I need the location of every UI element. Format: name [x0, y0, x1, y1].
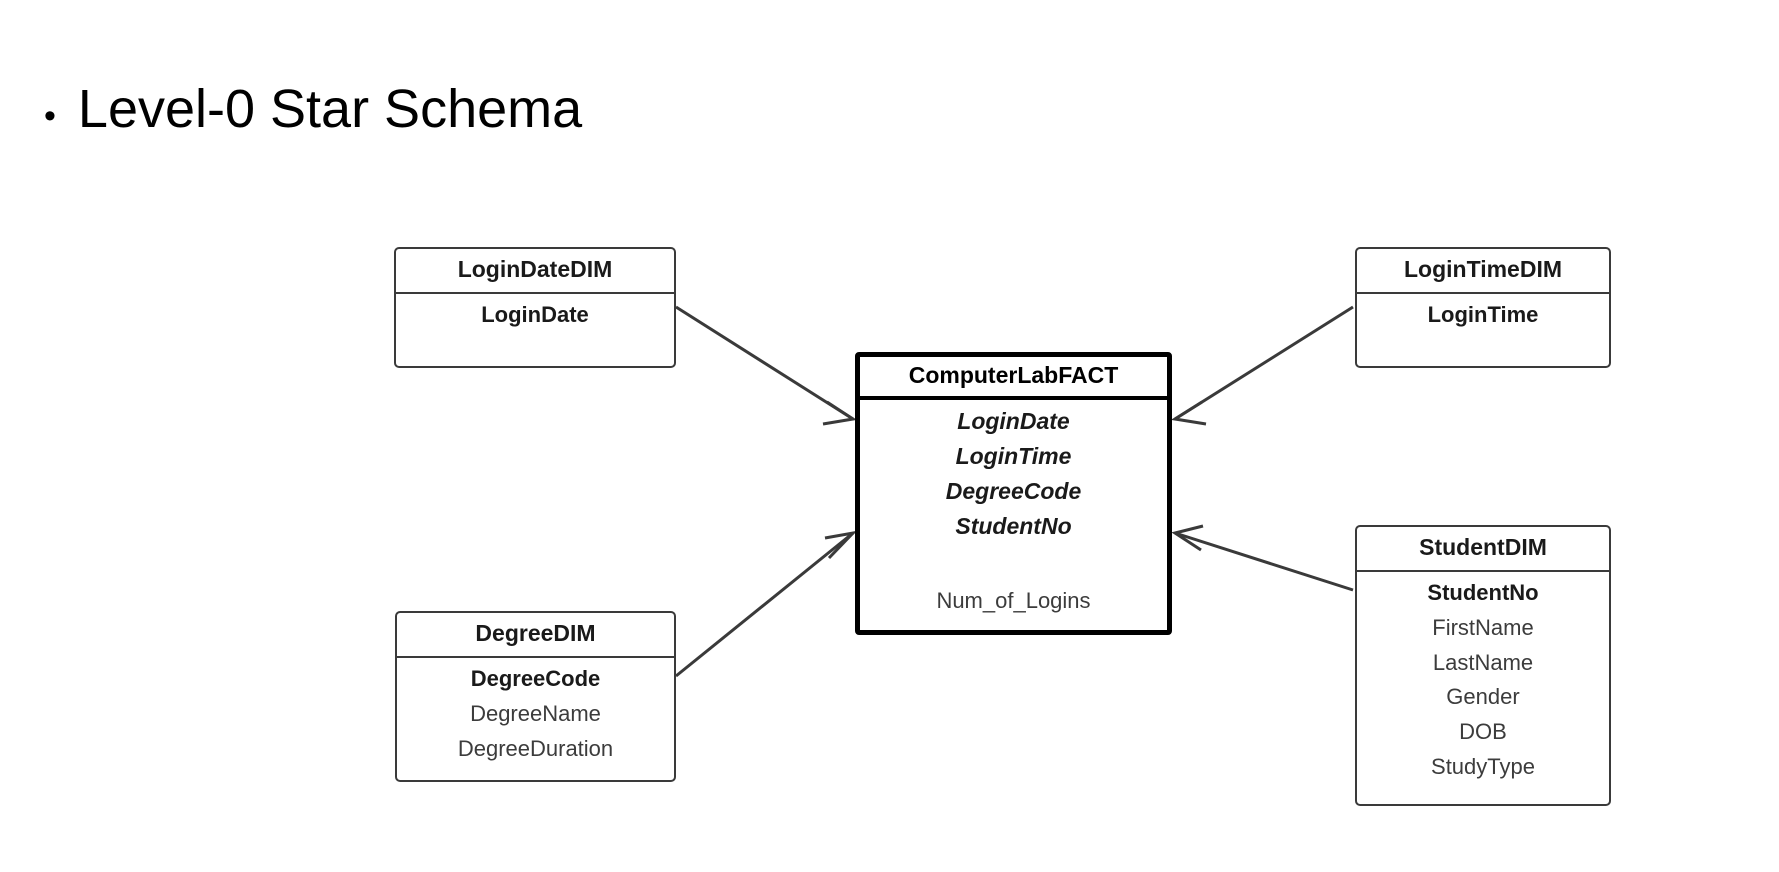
fact-foreign-key: DegreeCode	[945, 477, 1082, 504]
attribute-item: LastName	[1432, 649, 1534, 675]
attribute-item: DOB	[1459, 719, 1507, 744]
entity-computerlabfact[interactable]: ComputerLabFACT LoginDate LoginTime Degr…	[855, 352, 1172, 635]
attribute-key: StudentNo	[1427, 580, 1539, 605]
fact-foreign-key: LoginDate	[957, 408, 1070, 434]
fact-foreign-key: LoginTime	[955, 442, 1072, 469]
entity-logintimedim-title: LoginTimeDIM	[1357, 249, 1609, 294]
relationship-studentdim-fact	[1171, 524, 1354, 592]
entity-degreedim[interactable]: DegreeDIM DegreeCode DegreeName DegreeDu…	[395, 611, 676, 782]
entity-logindatedim[interactable]: LoginDateDIM LoginDate	[394, 247, 676, 368]
entity-logindatedim-attributes: LoginDate	[396, 294, 674, 366]
attribute-item: DegreeName	[470, 700, 601, 726]
entity-studentdim-title: StudentDIM	[1357, 527, 1609, 572]
relationship-logintimedim-fact	[1170, 305, 1354, 426]
entity-logintimedim-attributes: LoginTime	[1357, 294, 1609, 366]
attribute-item: FirstName	[1432, 614, 1534, 640]
entity-computerlabfact-title: ComputerLabFACT	[860, 357, 1167, 400]
attribute-item: Gender	[1446, 684, 1520, 710]
entity-logintimedim[interactable]: LoginTimeDIM LoginTime	[1355, 247, 1611, 368]
bullet-icon: •	[44, 97, 56, 135]
page-title: Level-0 Star Schema	[77, 79, 583, 139]
fact-measure: Num_of_Logins	[936, 587, 1091, 613]
slide-title-bullet-line: • Level-0 Star Schema	[44, 78, 582, 140]
entity-studentdim-attributes: StudentNo FirstName LastName Gender DOB …	[1357, 572, 1609, 804]
entity-degreedim-attributes: DegreeCode DegreeName DegreeDuration	[397, 658, 674, 780]
attribute-key: LoginTime	[1427, 302, 1539, 327]
attribute-item: StudyType	[1431, 753, 1535, 779]
relationship-logindatedim-fact	[675, 305, 858, 426]
fact-foreign-key: StudentNo	[955, 512, 1072, 539]
entity-studentdim[interactable]: StudentDIM StudentNo FirstName LastName …	[1355, 525, 1611, 806]
entity-logindatedim-title: LoginDateDIM	[396, 249, 674, 294]
attribute-item: DegreeDuration	[457, 735, 614, 761]
relationship-degreedim-fact	[675, 530, 858, 678]
attribute-key: LoginDate	[481, 302, 589, 327]
entity-computerlabfact-attributes: LoginDate LoginTime DegreeCode StudentNo…	[860, 400, 1167, 630]
attribute-key: DegreeCode	[470, 666, 601, 691]
entity-degreedim-title: DegreeDIM	[397, 613, 674, 658]
